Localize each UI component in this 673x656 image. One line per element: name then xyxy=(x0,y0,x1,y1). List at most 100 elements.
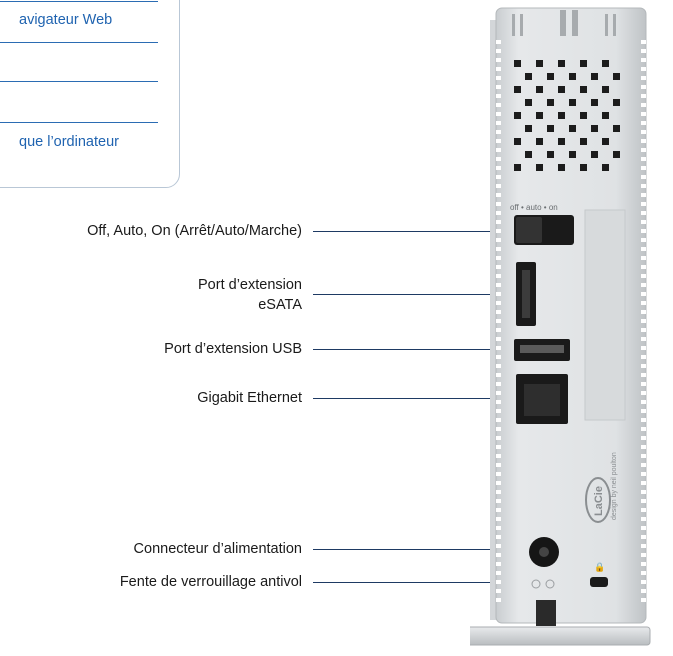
fin-gap xyxy=(496,409,501,413)
fin-gap xyxy=(496,220,501,224)
vent-hole xyxy=(591,73,598,80)
fin-gap xyxy=(496,580,501,584)
fin-gap xyxy=(496,247,501,251)
vent-hole xyxy=(602,86,609,93)
screw-icon xyxy=(531,579,541,589)
panel-divider xyxy=(0,81,158,82)
panel-item-1: avigateur Web xyxy=(19,12,113,28)
fin-gap xyxy=(641,292,646,296)
vent-hole xyxy=(547,125,554,132)
fin-gap xyxy=(641,49,646,53)
brand-logo: LaCie xyxy=(585,477,611,523)
vent-hole xyxy=(514,164,521,171)
fin-gap xyxy=(641,373,646,377)
lock-symbol-icon: 🔒 xyxy=(594,562,605,572)
fin-gap xyxy=(496,562,501,566)
ethernet-port-inner xyxy=(524,384,560,416)
vent-hole xyxy=(547,99,554,106)
fin-gap xyxy=(641,310,646,314)
bottom-connector xyxy=(536,600,556,626)
fin-gap xyxy=(641,40,646,44)
info-panel: avigateur Web que l’ordinateur xyxy=(0,0,180,188)
callout-line-esata xyxy=(313,294,503,296)
vent-hole xyxy=(525,73,532,80)
fin-gap xyxy=(641,229,646,233)
fin-gap xyxy=(496,589,501,593)
fin-gap xyxy=(641,238,646,242)
fin-gap xyxy=(496,526,501,530)
fin-gap xyxy=(496,418,501,422)
callout-line-ethernet xyxy=(313,398,503,400)
fin-gap xyxy=(641,103,646,107)
vent-hole xyxy=(580,112,587,119)
fin-gap xyxy=(496,49,501,53)
fin-gap xyxy=(641,67,646,71)
fin-gap xyxy=(496,454,501,458)
vent-hole xyxy=(580,138,587,145)
label-esata-line2: eSATA xyxy=(258,297,302,313)
fin-gap xyxy=(641,175,646,179)
fin-gap xyxy=(496,346,501,350)
fin-gap xyxy=(496,121,501,125)
vent-hole xyxy=(536,60,543,67)
fin-gap xyxy=(496,94,501,98)
fin-gap xyxy=(641,490,646,494)
fin-gap xyxy=(641,247,646,251)
screw-icon xyxy=(545,579,555,589)
fin-gap xyxy=(496,112,501,116)
fin-gap xyxy=(641,472,646,476)
vent-hole xyxy=(514,86,521,93)
fin-gap xyxy=(641,319,646,323)
vent-hole xyxy=(591,125,598,132)
vent-hole xyxy=(569,125,576,132)
fin-gap xyxy=(496,256,501,260)
device-stand xyxy=(470,626,651,646)
fin-gap xyxy=(496,238,501,242)
vent-hole xyxy=(525,151,532,158)
fin-gap xyxy=(496,337,501,341)
fin-gap xyxy=(641,301,646,305)
fin-gap xyxy=(641,526,646,530)
fin-gap xyxy=(641,445,646,449)
brand-name: LaCie xyxy=(593,486,605,516)
fin-gap xyxy=(496,391,501,395)
fin-gap xyxy=(641,499,646,503)
fin-gap xyxy=(496,463,501,467)
lock-slot[interactable] xyxy=(590,577,608,587)
vent-hole xyxy=(591,151,598,158)
vent-hole xyxy=(536,112,543,119)
cooling-fins xyxy=(496,40,646,602)
label-usb-port: Port d’extension USB xyxy=(164,341,302,357)
vent-hole xyxy=(580,164,587,171)
fin-gap xyxy=(496,283,501,287)
fin-gap xyxy=(496,193,501,197)
power-connector-pin xyxy=(539,547,549,557)
fin-gap xyxy=(496,301,501,305)
panel-divider xyxy=(0,42,158,43)
fin-gap xyxy=(641,220,646,224)
fin-gap xyxy=(496,103,501,107)
vent-hole xyxy=(613,73,620,80)
device-body xyxy=(495,7,647,624)
vent-hole xyxy=(602,60,609,67)
fin-gap xyxy=(496,553,501,557)
fin-gap xyxy=(496,355,501,359)
fin-gap xyxy=(496,58,501,62)
fin-gap xyxy=(496,373,501,377)
esata-port-inner xyxy=(522,270,530,318)
fin-gap xyxy=(641,184,646,188)
fin-gap xyxy=(496,517,501,521)
fin-gap xyxy=(496,67,501,71)
callout-line-lock-slot xyxy=(313,582,583,584)
fin-gap xyxy=(641,562,646,566)
fin-gap xyxy=(641,85,646,89)
fin-gap xyxy=(641,202,646,206)
fin-gap xyxy=(641,535,646,539)
vent-hole xyxy=(613,151,620,158)
vent-hole xyxy=(591,99,598,106)
usb-port-inner xyxy=(520,345,564,353)
fin-gap xyxy=(496,274,501,278)
vent-hole xyxy=(569,151,576,158)
vent-hole xyxy=(558,60,565,67)
fin-gap xyxy=(496,382,501,386)
